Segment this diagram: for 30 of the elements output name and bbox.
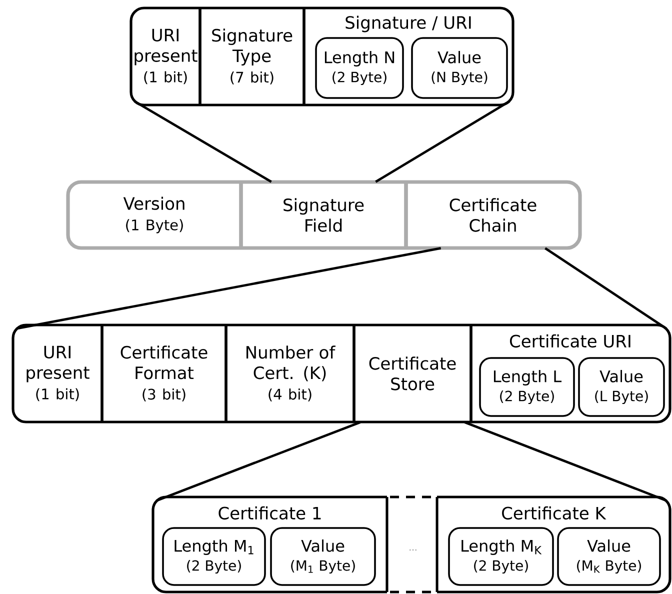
connector-line: [156, 421, 361, 502]
field-cell: Certificate Format (3 bit): [120, 325, 228, 422]
field-cell: Signature Type (7 bit): [212, 8, 306, 105]
field-cell: URI present (1 bit): [26, 325, 104, 422]
connector-line: [16, 247, 442, 330]
record-box: [12, 324, 672, 424]
connector-line: [464, 421, 667, 502]
connector-line: [134, 100, 272, 183]
ellipsis: ...: [410, 549, 416, 551]
field-cell: Certificate Chain: [450, 198, 536, 232]
field-box: Value (L Byte): [578, 357, 665, 417]
field-cell: Signature Field: [284, 182, 408, 248]
field-box: Length M$_{K}$ (2 Byte): [448, 527, 554, 586]
field-box: Length M$_{1}$ (2 Byte): [162, 527, 266, 586]
field-box: Length L (2 Byte): [479, 357, 575, 417]
field-cell: Version (1 Byte): [123, 182, 243, 248]
field-box: Length N (2 Byte): [315, 37, 404, 99]
field-box: Value (M$_{1}$ Byte): [270, 527, 376, 586]
field-box: Value (M$_{K}$ Byte): [557, 527, 661, 586]
field-heading: Certificate URI: [510, 334, 630, 348]
connector-line: [544, 247, 668, 330]
field-cell: Certificate Store: [369, 325, 472, 422]
field-cell: URI present (1 bit): [134, 8, 202, 105]
record-box: [66, 180, 582, 250]
connector-line: [375, 100, 510, 183]
field-heading: Signature / URI: [346, 16, 471, 32]
field-box: Value (N Byte): [411, 37, 508, 99]
record-box: [152, 496, 672, 594]
record-box: [130, 6, 514, 106]
field-cell: Number of Cert. (K) (4 bit): [246, 325, 356, 422]
